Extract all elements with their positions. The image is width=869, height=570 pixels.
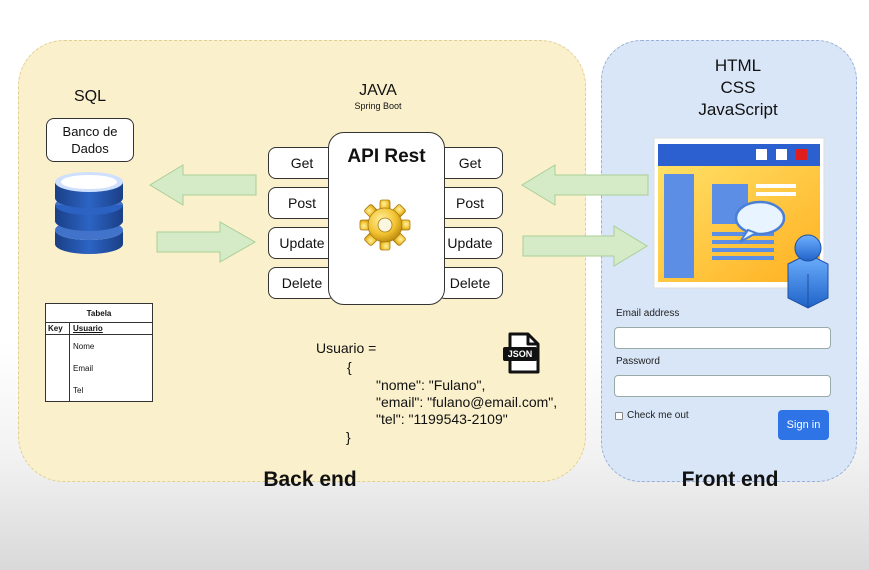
arrow-right-2: [522, 225, 648, 267]
tech-javascript-label: JavaScript: [698, 100, 778, 119]
table-header-key: Key: [45, 322, 70, 335]
json-line-6: }: [346, 429, 351, 445]
tech-html-label: HTML: [714, 56, 762, 75]
method-update-right: Update: [437, 227, 503, 259]
method-delete-left: Delete: [268, 267, 336, 299]
sign-in-button[interactable]: Sign in: [778, 410, 829, 440]
email-address-label: Email address: [616, 308, 680, 319]
email-input[interactable]: [614, 327, 831, 349]
table-title: Tabela: [45, 303, 153, 323]
api-rest-box: [328, 132, 445, 305]
sql-label: SQL: [73, 88, 106, 105]
api-rest-title: API Rest: [347, 146, 426, 167]
table-field: Nome: [73, 341, 95, 351]
backend-panel: [18, 40, 586, 482]
frontend-label: Front end: [681, 468, 779, 491]
method-post-right: Post: [437, 187, 503, 219]
check-me-out-checkbox[interactable]: [615, 412, 623, 420]
json-line-1: Usuario =: [316, 340, 377, 356]
gear-icon: [359, 199, 411, 251]
password-input[interactable]: [614, 375, 831, 397]
java-label: JAVA: [359, 82, 397, 99]
json-icon-label: JSON: [507, 349, 533, 359]
arrow-left-1: [149, 164, 257, 206]
json-line-2: {: [347, 359, 352, 375]
method-delete-right: Delete: [437, 267, 503, 299]
spring-boot-label: Spring Boot: [354, 101, 402, 111]
table-field: Email: [73, 363, 94, 373]
tech-css-label: CSS: [720, 78, 756, 97]
database-label-box: Banco de Dados: [46, 118, 134, 162]
json-line-4: "email": "fulano@email.com",: [376, 394, 558, 410]
json-file-icon: JSON: [502, 332, 542, 374]
check-me-out-label: Check me out: [627, 410, 689, 421]
json-line-5: "tel": "1199543-2109": [376, 411, 508, 427]
method-get-right: Get: [437, 147, 503, 179]
tabela-diagram: Tabela Key Usuario Nome Email Tel: [45, 303, 153, 402]
table-header-usuario: Usuario: [69, 322, 153, 335]
table-field: Tel: [73, 385, 84, 395]
password-label: Password: [616, 356, 660, 367]
webpage-user-icon: [653, 137, 829, 309]
backend-label: Back end: [263, 468, 357, 491]
method-post-left: Post: [268, 187, 336, 219]
arrow-right-1: [156, 221, 257, 263]
database-icon: [55, 172, 123, 254]
method-update-left: Update: [268, 227, 336, 259]
method-get-left: Get: [268, 147, 336, 179]
arrow-left-2: [521, 164, 649, 206]
json-line-3: "nome": "Fulano",: [376, 377, 486, 393]
